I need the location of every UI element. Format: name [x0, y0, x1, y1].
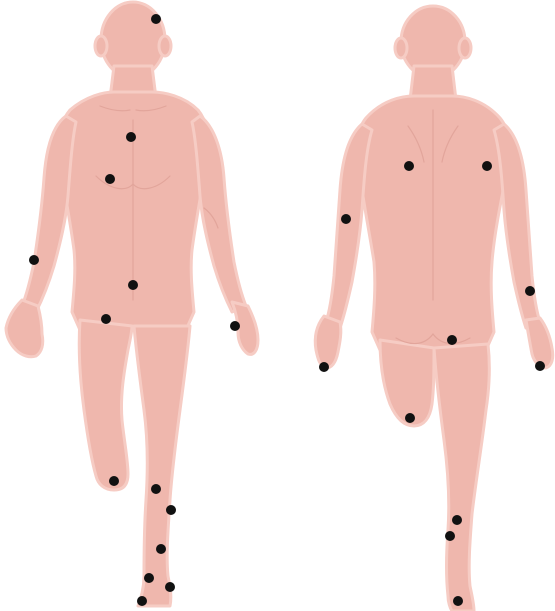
front-marker-right-shin-mid: [166, 505, 176, 515]
back-right-leg: [434, 344, 489, 611]
front-marker-right-hand: [230, 321, 240, 331]
front-marker-right-toe: [137, 596, 147, 606]
back-marker-right-forearm: [525, 286, 535, 296]
front-body-figure: [6, 2, 258, 606]
back-marker-right-hand: [535, 361, 545, 371]
back-marker-calf: [452, 515, 462, 525]
front-marker-left-foot: [109, 476, 119, 486]
front-marker-right-ankle: [156, 544, 166, 554]
back-marker-left-leg: [405, 413, 415, 423]
back-marker-buttock: [447, 335, 457, 345]
back-marker-lower-calf: [445, 531, 455, 541]
back-marker-left-upper-arm: [341, 214, 351, 224]
front-right-ear: [159, 36, 171, 56]
back-right-ear: [459, 38, 471, 58]
back-right-hand: [526, 318, 553, 368]
back-left-ear: [395, 38, 407, 58]
front-right-leg: [134, 326, 190, 606]
front-marker-left-forearm: [29, 255, 39, 265]
back-body-figure: [315, 6, 552, 611]
back-right-arm: [494, 124, 540, 328]
back-marker-right-shoulder: [482, 161, 492, 171]
front-right-arm: [192, 116, 246, 312]
back-marker-heel: [453, 596, 463, 606]
front-marker-head: [151, 14, 161, 24]
front-left-hand: [6, 300, 43, 357]
back-marker-left-hand: [319, 362, 329, 372]
front-marker-chest: [105, 174, 115, 184]
front-marker-right-shin-upper: [151, 484, 161, 494]
back-left-arm: [326, 124, 372, 328]
front-marker-abdomen: [128, 280, 138, 290]
back-marker-left-shoulder: [404, 161, 414, 171]
front-marker-right-foot-a: [144, 573, 154, 583]
front-left-leg: [79, 320, 132, 490]
back-left-hand: [315, 316, 341, 368]
front-marker-upper-chest: [126, 132, 136, 142]
front-left-ear: [95, 36, 107, 56]
front-marker-groin: [101, 314, 111, 324]
front-marker-right-foot-b: [165, 582, 175, 592]
back-left-leg: [380, 340, 434, 426]
